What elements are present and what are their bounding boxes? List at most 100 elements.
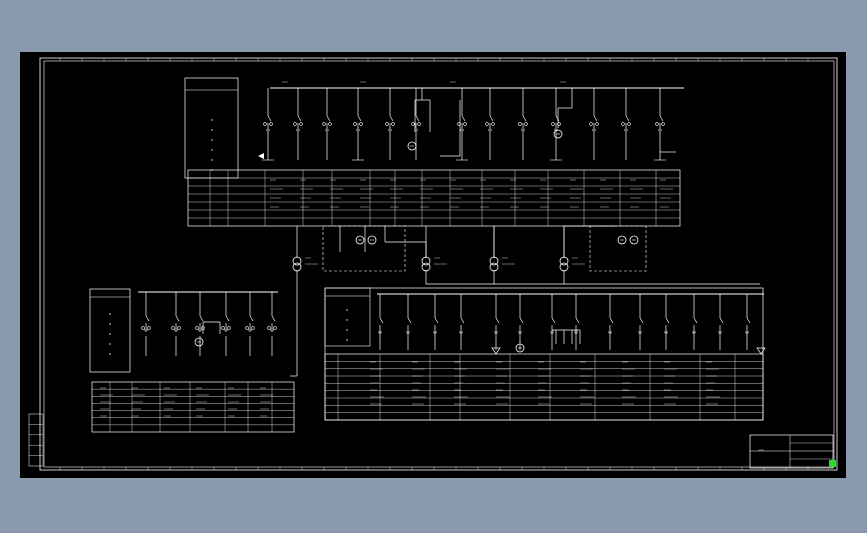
current-transformer-icon	[245, 326, 255, 330]
wire	[407, 317, 412, 324]
transformer-icon	[421, 256, 431, 272]
breaker-icon	[574, 312, 580, 334]
revision-frame	[28, 413, 44, 467]
legend-dot	[346, 309, 348, 311]
wire	[746, 317, 751, 324]
ct-coil	[353, 122, 357, 126]
right-feeder-table	[324, 353, 764, 421]
transformer-enclosure	[589, 225, 647, 272]
wire	[575, 317, 580, 324]
status-indicator-icon	[829, 460, 836, 467]
main-switchboard	[184, 77, 684, 227]
generator-icon	[355, 235, 365, 245]
current-transformer-icon	[267, 326, 277, 330]
current-transformer-icon	[322, 122, 332, 126]
generator-icon	[629, 235, 639, 245]
transformer-icon	[489, 256, 499, 272]
breaker-icon	[296, 110, 302, 132]
breaker-icon	[406, 312, 412, 334]
wire	[693, 317, 698, 324]
breaker-icon	[325, 110, 331, 132]
table-frame	[187, 169, 681, 227]
wire	[489, 115, 494, 122]
generator-icon	[194, 337, 204, 347]
outer-border	[39, 57, 838, 471]
breaker-icon	[266, 110, 272, 132]
breaker-icon	[224, 310, 230, 332]
wire	[271, 315, 276, 322]
ct-coil	[147, 326, 151, 330]
breaker-icon	[664, 312, 670, 334]
wire	[434, 317, 439, 324]
ct-coil	[267, 326, 271, 330]
ct-coil	[177, 326, 181, 330]
legend-dot	[346, 319, 348, 321]
winding	[292, 256, 302, 266]
generator-body	[629, 235, 639, 245]
contact	[460, 128, 464, 132]
left-feeder-table	[91, 381, 295, 433]
generator-body	[617, 235, 627, 245]
wire	[297, 115, 302, 122]
generator-body	[355, 235, 365, 245]
ct-coil	[655, 122, 659, 126]
breaker-icon	[433, 312, 439, 334]
breaker-icon	[488, 110, 494, 132]
legend-box	[184, 77, 239, 179]
breaker-icon	[718, 312, 724, 334]
contact	[388, 128, 392, 132]
ct-coil	[141, 326, 145, 330]
contact	[266, 128, 270, 132]
ct-coil	[171, 326, 175, 330]
ct-coil	[661, 122, 665, 126]
ct-coil	[227, 326, 231, 330]
contact	[174, 328, 178, 332]
legend-dot	[346, 339, 348, 341]
ct-coil	[322, 122, 326, 126]
current-transformer-icon	[485, 122, 495, 126]
ct-coil	[299, 122, 303, 126]
main-feeder-table	[187, 169, 681, 227]
breaker-icon	[624, 110, 630, 132]
wire	[199, 315, 204, 322]
contact	[658, 128, 662, 132]
legend-dot	[211, 119, 213, 121]
wire	[519, 317, 524, 324]
wire	[665, 317, 670, 324]
ct-coil	[269, 122, 273, 126]
generator-icon	[553, 129, 563, 139]
ct-coil	[195, 326, 199, 330]
ct-coil	[627, 122, 631, 126]
generator-icon	[367, 235, 377, 245]
legend-dot	[109, 313, 111, 315]
revision-strip	[28, 413, 44, 467]
wire	[379, 317, 384, 324]
breaker-icon	[608, 312, 614, 334]
current-transformer-icon	[171, 326, 181, 330]
current-transformer-icon	[551, 122, 561, 126]
legend-dot	[109, 323, 111, 325]
current-transformer-icon	[221, 326, 231, 330]
wire	[593, 115, 598, 122]
wire	[639, 317, 644, 324]
wire	[719, 317, 724, 324]
current-transformer-icon	[385, 122, 395, 126]
ct-coil	[491, 122, 495, 126]
breaker-icon	[388, 110, 394, 132]
wire	[555, 115, 560, 122]
ct-coil	[263, 122, 267, 126]
wire	[625, 115, 630, 122]
generator-body	[553, 129, 563, 139]
contact	[325, 128, 329, 132]
current-transformer-icon	[655, 122, 665, 126]
legend-box	[89, 288, 131, 373]
ct-coil	[391, 122, 395, 126]
wire	[460, 317, 465, 324]
breaker-icon	[692, 312, 698, 334]
generator-icon	[617, 235, 627, 245]
breaker-icon	[198, 310, 204, 332]
wire	[551, 317, 556, 324]
current-transformer-icon	[621, 122, 631, 126]
winding	[489, 262, 499, 272]
